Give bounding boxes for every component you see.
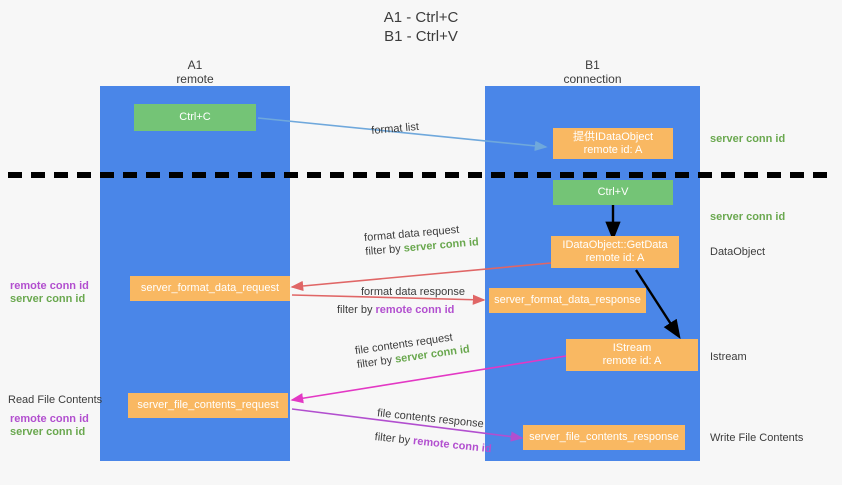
side-label-data-object: DataObject: [710, 246, 766, 258]
side-label-server-conn-id-2: server conn id: [10, 426, 86, 438]
edge-label-file-contents-request: file contents request filter by server c…: [354, 328, 471, 372]
node-offer-idataobject-line2: remote id: A: [583, 143, 643, 156]
node-server-format-data-response[interactable]: server_format_data_response: [489, 288, 646, 313]
side-label-server-conn-id-1: server conn id: [10, 293, 86, 305]
lane-a1-name: A1: [187, 58, 203, 72]
node-idataobject-getdata[interactable]: IDataObject::GetData remote id: A: [551, 236, 679, 268]
edge-label-format-list-text: format list: [370, 120, 420, 138]
lane-header-b1: B1 connection: [485, 58, 700, 86]
node-istream[interactable]: IStream remote id: A: [566, 339, 698, 371]
filter-prefix: filter by: [374, 431, 414, 448]
node-server-format-data-request[interactable]: server_format_data_request: [130, 276, 290, 301]
edge-label-format-data-response-filter: filter by remote conn id: [337, 299, 465, 317]
node-offer-idataobject-line1: 提供IDataObject: [572, 130, 654, 143]
filter-key-remote-conn-id: remote conn id: [412, 435, 493, 456]
filter-prefix: filter by: [356, 353, 397, 372]
lane-header-a1: A1 remote: [100, 58, 290, 86]
node-server-file-contents-request-label: server_file_contents_request: [137, 399, 279, 411]
edge-label-file-contents-response: file contents response filter by remote …: [374, 406, 495, 456]
side-label-read-file-contents: Read File Contents: [8, 394, 103, 406]
side-label-istream: Istream: [710, 351, 747, 363]
node-server-file-contents-request[interactable]: server_file_contents_request: [128, 393, 288, 418]
node-ctrl-c-label: Ctrl+C: [179, 111, 211, 123]
node-idataobject-getdata-line2: remote id: A: [585, 252, 645, 264]
filter-key-remote-conn-id: remote conn id: [375, 304, 455, 316]
side-label-write-file-contents: Write File Contents: [710, 432, 804, 444]
node-server-format-data-response-label: server_format_data_response: [494, 294, 641, 306]
side-label-remote-conn-id-1: remote conn id: [10, 280, 89, 292]
edge-label-format-data-response: format data response filter by remote co…: [337, 285, 465, 317]
node-server-file-contents-response-label: server_file_contents_response: [529, 431, 679, 443]
side-label-server-conn-id-top: server conn id: [710, 133, 786, 145]
node-idataobject-getdata-line1: IDataObject::GetData: [562, 239, 668, 251]
edge-label-format-data-response-text: format data response: [361, 286, 465, 298]
node-server-format-data-request-label: server_format_data_request: [140, 282, 280, 294]
lane-a1-sub: remote: [176, 72, 214, 86]
node-ctrl-v[interactable]: Ctrl+V: [553, 180, 673, 205]
node-ctrl-v-label: Ctrl+V: [597, 186, 629, 198]
edge-label-format-list: format list: [371, 120, 420, 138]
edge-label-format-data-request: format data request filter by server con…: [364, 221, 480, 259]
node-offer-idataobject[interactable]: 提供IDataObject remote id: A: [553, 128, 673, 159]
title-line-1: A1 - Ctrl+C: [383, 9, 459, 26]
side-label-server-conn-id-mid: server conn id: [710, 211, 786, 223]
side-label-remote-conn-id-2: remote conn id: [10, 413, 89, 425]
title-line-2: B1 - Ctrl+V: [384, 28, 458, 45]
filter-prefix: filter by: [364, 242, 405, 259]
node-istream-line1: IStream: [612, 342, 652, 354]
node-ctrl-c[interactable]: Ctrl+C: [134, 104, 256, 131]
node-istream-line2: remote id: A: [602, 355, 662, 367]
lane-b1-name: B1: [585, 58, 600, 72]
diagram-title: A1 - Ctrl+C B1 - Ctrl+V: [0, 8, 842, 46]
lane-b1-sub: connection: [563, 72, 622, 86]
node-server-file-contents-response[interactable]: server_file_contents_response: [523, 425, 685, 450]
filter-prefix: filter by: [337, 304, 376, 316]
